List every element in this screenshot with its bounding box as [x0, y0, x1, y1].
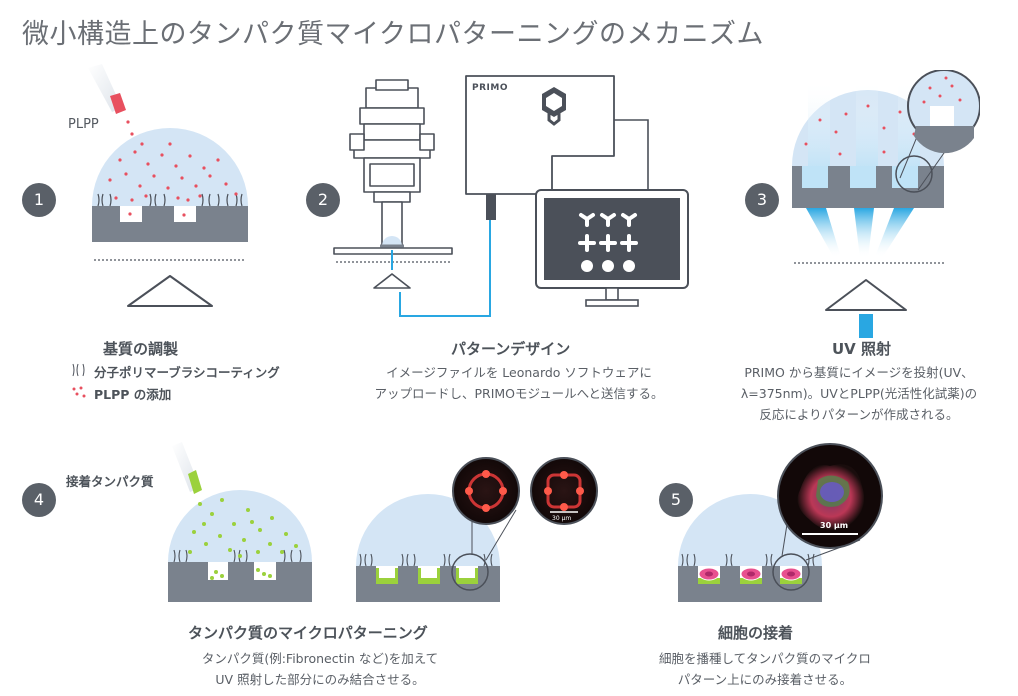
step-5-desc-line-1: 細胞を播種してタンパク質のマイクロ: [659, 651, 871, 666]
step-2-desc-line-2: アップロードし、PRIMOモジュールへと送信する。: [374, 386, 664, 401]
pipette-icon: [172, 442, 202, 494]
step-5-scale-label: 30 μm: [820, 521, 849, 530]
brush-legend-icon: [72, 363, 85, 377]
step-4-desc-line-1: タンパク質(例:Fibronectin など)を加えて: [201, 651, 439, 666]
substrate: [792, 166, 944, 208]
step-5-description: 細胞を播種してタンパク質のマイクロ パターン上にのみ接着させる。: [615, 648, 915, 690]
primo-device-label: PRIMO: [472, 83, 508, 93]
micrograph-cross: [530, 457, 598, 525]
step-2-heading: パターンデザイン: [451, 340, 571, 358]
microscope-icon: [333, 79, 453, 255]
objective-lens: [373, 273, 411, 289]
monitor-icon: [535, 189, 689, 307]
zoom-inset: [907, 70, 980, 154]
primo-module-icon: [465, 75, 615, 220]
polymer-brush: [97, 193, 243, 207]
page-title: 微小構造上のタンパク質マイクロパターニングのメカニズム: [22, 19, 764, 50]
step-3-desc-line-3: 反応によりパターンが作成される。: [759, 407, 959, 422]
step-2-desc-line-1: イメージファイルを Leonardo ソフトウェアに: [386, 365, 652, 380]
protein-label: 接着タンパク質: [66, 474, 154, 489]
step-5-badge: 5: [659, 483, 693, 517]
step-1-badge: 1: [22, 183, 56, 217]
primo-cable: [399, 220, 491, 317]
substrate-left: [168, 562, 312, 602]
plpp-legend-icon: [72, 386, 86, 398]
step-4-description: タンパク質(例:Fibronectin など)を加えて UV 照射した部分にのみ…: [150, 648, 490, 690]
step-5-heading: 細胞の接着: [718, 624, 794, 642]
step-3-desc-line-2: λ=375nm)。UVとPLPP(光活性化試薬)の: [740, 386, 978, 401]
step-2-badge: 2: [306, 183, 340, 217]
step-3-description: PRIMO から基質にイメージを投射(UV、 λ=375nm)。UVとPLPP(…: [714, 362, 1004, 425]
plpp-dots: [108, 142, 238, 217]
step-4-badge: 4: [22, 483, 56, 517]
adhered-cells: [698, 567, 802, 581]
step-3-illustration: [792, 70, 980, 338]
uv-light-source: [859, 314, 873, 338]
mini-dome: [382, 236, 402, 246]
step-4-heading: タンパク質のマイクロパターニング: [188, 624, 428, 642]
plpp-label: PLPP: [68, 117, 99, 132]
step-2-description: イメージファイルを Leonardo ソフトウェアに アップロードし、PRIMO…: [364, 362, 674, 404]
protein-particles: [188, 498, 298, 580]
step-5-illustration: [678, 443, 883, 602]
step-3-heading: UV 照射: [832, 340, 892, 358]
step-4-micrographs: [452, 457, 598, 525]
dome: [92, 128, 248, 206]
step-4-desc-line-2: UV 照射した部分にのみ結合させる。: [215, 672, 425, 687]
step-3-badge: 3: [745, 183, 779, 217]
legend-brush-label: 分子ポリマーブラシコーティング: [94, 365, 280, 380]
objective-lens: [127, 275, 213, 307]
step-1-heading: 基質の調製: [103, 340, 179, 358]
step-3-desc-line-1: PRIMO から基質にイメージを投射(UV、: [744, 365, 974, 380]
micrograph-cell: [777, 443, 883, 549]
step-1-illustration: [88, 64, 248, 307]
micrograph-ring: [452, 457, 520, 525]
objective-lens: [825, 279, 907, 311]
substrate: [92, 206, 248, 242]
step-2-illustration: [333, 75, 689, 317]
pipette-icon: [88, 64, 126, 114]
step-5-desc-line-2: パターン上にのみ接着させる。: [677, 672, 853, 687]
step-4-scale-label: 30 μm: [552, 515, 572, 522]
legend-plpp-label: PLPP の添加: [94, 387, 172, 402]
